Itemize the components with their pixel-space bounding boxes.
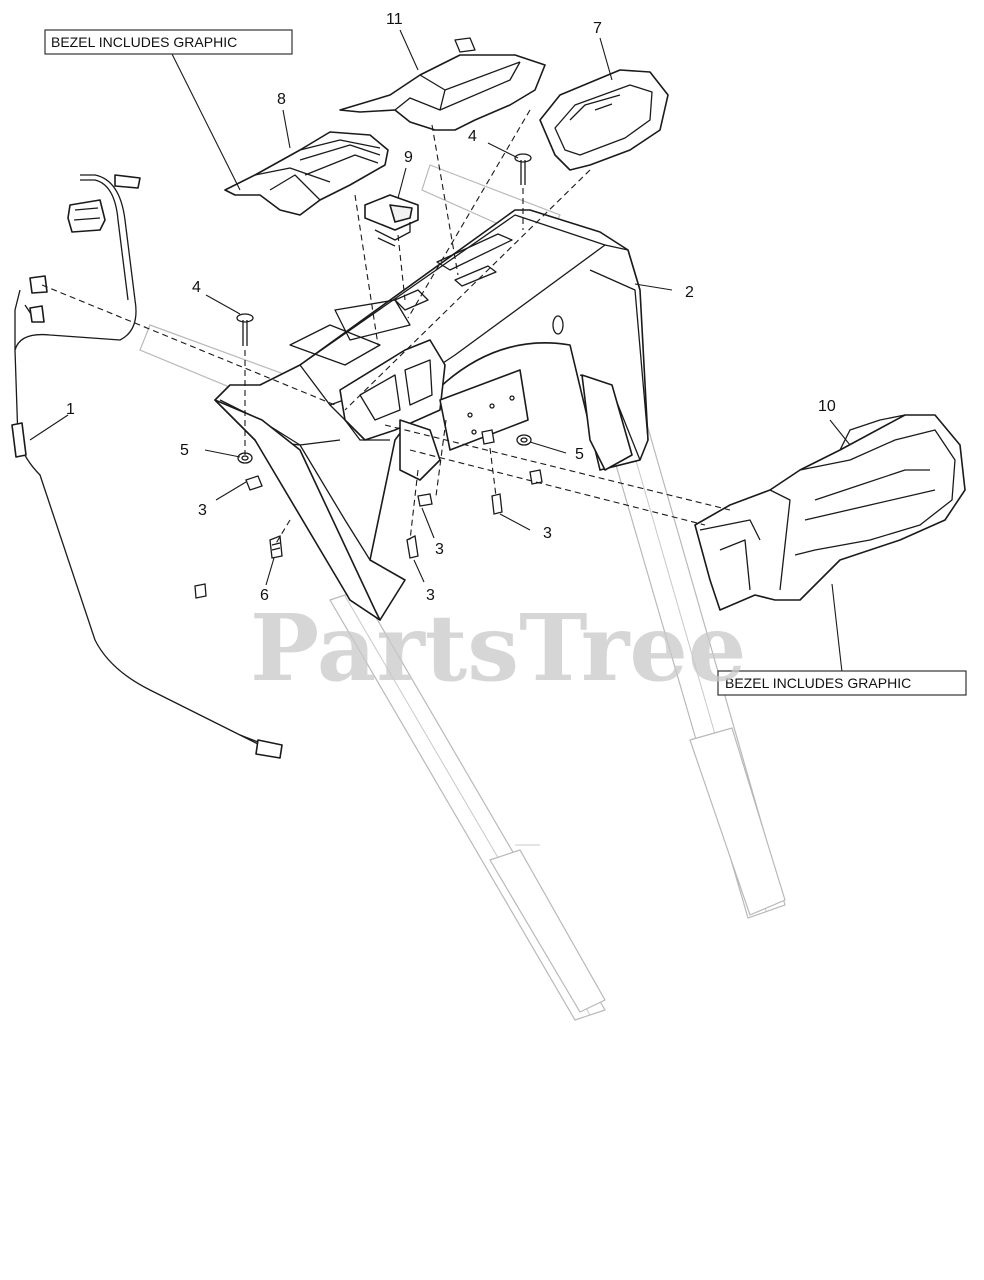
part-10-large-bezel [694, 414, 966, 611]
part-8-bezel-graphic [224, 131, 389, 216]
part-4-pin-right [514, 153, 532, 185]
leader-lines [29, 29, 851, 673]
part-6-clip [269, 535, 283, 559]
part-5-nut-right [516, 434, 532, 446]
part-7-handle-bezel [539, 69, 669, 171]
callout-4b: 4 [468, 128, 477, 145]
part-3-screw-d [491, 493, 503, 515]
callout-5b: 5 [575, 446, 584, 463]
part-9-switch [364, 194, 419, 247]
callout-6: 6 [260, 587, 269, 604]
bezel-note-top: BEZEL INCLUDES GRAPHIC [44, 29, 293, 55]
bezel-note-bottom: BEZEL INCLUDES GRAPHIC [717, 670, 967, 696]
part-5-nut-left [237, 452, 253, 464]
bezel-note-bottom-text: BEZEL INCLUDES GRAPHIC [725, 675, 911, 691]
callout-2: 2 [685, 284, 694, 301]
part-1-wire-harness [11, 174, 283, 759]
bezel-note-top-text: BEZEL INCLUDES GRAPHIC [51, 34, 237, 50]
part-3-screw-a [245, 475, 263, 491]
callout-3d: 3 [543, 525, 552, 542]
callout-3b: 3 [435, 541, 444, 558]
callout-7: 7 [593, 20, 602, 37]
part-4-pin-left [236, 313, 254, 346]
callout-1: 1 [66, 401, 75, 418]
callout-9: 9 [404, 149, 413, 166]
watermark: PartsTree [250, 594, 746, 702]
callout-3a: 3 [198, 502, 207, 519]
part-11-top-cover [339, 37, 546, 131]
callout-3c: 3 [426, 587, 435, 604]
callout-8: 8 [277, 91, 286, 108]
part-3-screw-e [481, 429, 543, 485]
part-3-screw-b [417, 493, 433, 507]
part-3-screw-c [406, 535, 419, 559]
callout-10: 10 [818, 398, 836, 415]
assembly-lines [41, 109, 731, 546]
callout-11: 11 [386, 11, 403, 28]
callout-4a: 4 [192, 279, 201, 296]
hardware [194, 153, 543, 599]
loose-screw [194, 583, 207, 599]
callout-5a: 5 [180, 442, 189, 459]
callouts: 1 2 3 3 3 3 4 4 5 5 6 7 8 9 10 11 [66, 11, 836, 604]
part-2-console-housing [214, 209, 649, 621]
